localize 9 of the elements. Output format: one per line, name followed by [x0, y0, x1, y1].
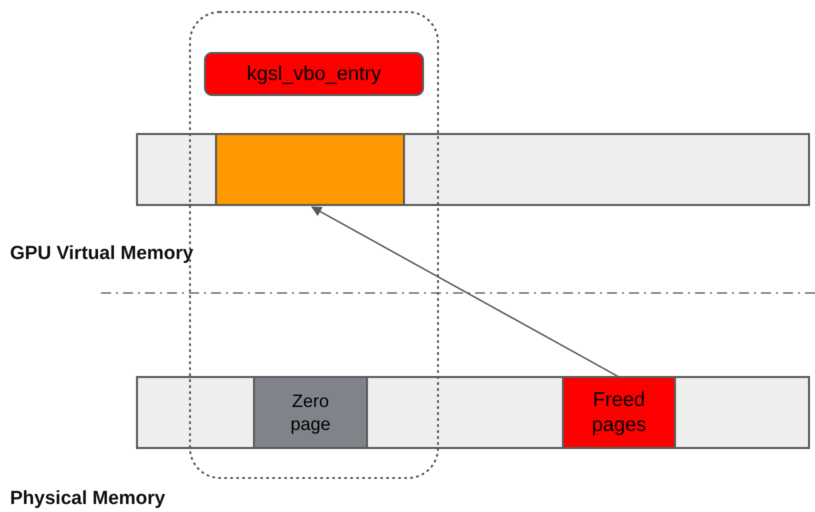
section-heading: Physical Memory: [10, 488, 166, 510]
memory-bar: [136, 376, 810, 449]
section-heading: GPU Virtual Memory: [10, 243, 194, 265]
page-block: Zero page: [253, 376, 368, 449]
structure-label: kgsl_vbo_entry: [204, 52, 424, 96]
page-block: Freed pages: [562, 376, 676, 449]
mapped-region: [215, 133, 405, 206]
memory-bar: [136, 133, 810, 206]
arrow: [311, 206, 620, 378]
